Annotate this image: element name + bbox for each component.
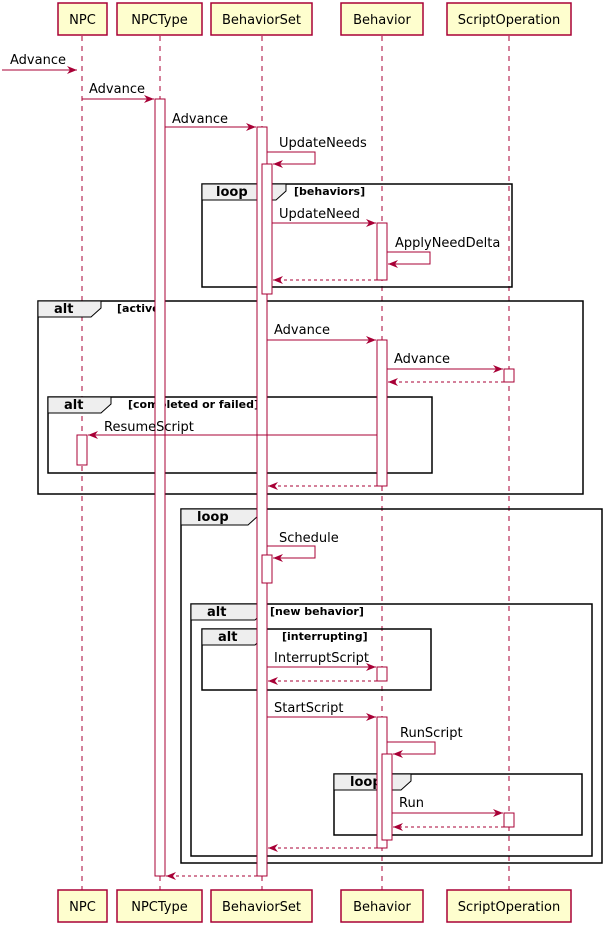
messages: [2, 66, 504, 880]
participant-label: ScriptOperation: [458, 13, 560, 28]
participant-behavior[interactable]: Behavior: [340, 889, 424, 923]
message-labels: Advance Advance Advance UpdateNeeds Upda…: [10, 53, 500, 811]
message-arrow: [267, 151, 316, 168]
participant-label: BehaviorSet: [222, 900, 301, 915]
participant-label: NPC: [69, 13, 96, 28]
frame-keyword: alt: [207, 605, 226, 620]
message-label: ApplyNeedDelta: [395, 236, 500, 251]
activation-behaviorset-updateneeds: [261, 163, 273, 295]
participant-scriptoperation[interactable]: ScriptOperation: [446, 889, 572, 923]
activation-behaviorset: [256, 126, 268, 877]
frame-loop-run: loop: [333, 773, 583, 836]
activation-behaviorset-schedule: [261, 554, 273, 584]
message-label: Advance: [274, 323, 330, 338]
message-label: ResumeScript: [104, 420, 194, 435]
frame-alt-new-behavior: alt [new behavior]: [190, 603, 593, 857]
participants-top: NPC NPCType BehaviorSet Behavior ScriptO…: [57, 2, 572, 36]
frame-keyword: alt: [218, 630, 237, 645]
activation-npctype: [154, 98, 166, 877]
message-label: Run: [399, 796, 424, 811]
participant-label: Behavior: [353, 900, 411, 915]
participant-label: Behavior: [353, 13, 411, 28]
activation-behavior-advance: [376, 339, 388, 487]
activation-behavior-interrupt: [376, 666, 388, 682]
frame-keyword: loop: [197, 510, 229, 525]
frame-keyword: alt: [64, 398, 83, 413]
frame-keyword: loop: [216, 185, 248, 200]
message-label: Schedule: [279, 531, 339, 546]
participant-npc[interactable]: NPC: [57, 2, 108, 36]
message-arrow: [267, 545, 316, 562]
participant-scriptoperation[interactable]: ScriptOperation: [446, 2, 572, 36]
activation-scriptoperation-advance: [503, 368, 515, 383]
participants-bottom: NPC NPCType BehaviorSet Behavior ScriptO…: [57, 889, 572, 923]
frame-loop-schedule: loop: [180, 508, 603, 864]
activation-behavior-runscript: [381, 753, 393, 841]
participant-npctype[interactable]: NPCType: [116, 2, 203, 36]
frame-guard: [completed or failed]: [128, 398, 259, 411]
message-label: Advance: [394, 352, 450, 367]
participant-behaviorset[interactable]: BehaviorSet: [210, 2, 313, 36]
message-label: StartScript: [274, 701, 343, 716]
message-label: UpdateNeed: [279, 207, 360, 222]
message-label: UpdateNeeds: [279, 136, 367, 151]
activation-npc-resume: [76, 434, 88, 466]
message-label: Advance: [172, 112, 228, 127]
message-label: InterruptScript: [274, 651, 369, 666]
participant-label: NPCType: [131, 13, 188, 28]
frame-guard: [interrupting]: [282, 630, 368, 643]
participant-label: ScriptOperation: [458, 900, 560, 915]
participant-behavior[interactable]: Behavior: [340, 2, 424, 36]
message-arrow: [387, 251, 431, 268]
participant-behaviorset[interactable]: BehaviorSet: [210, 889, 313, 923]
activation-scriptoperation-run: [503, 812, 515, 828]
participant-label: NPC: [69, 900, 96, 915]
participant-label: NPCType: [131, 900, 188, 915]
participant-label: BehaviorSet: [222, 13, 301, 28]
participant-npctype[interactable]: NPCType: [116, 889, 203, 923]
participant-npc[interactable]: NPC: [57, 889, 108, 923]
message-arrow: [387, 741, 436, 758]
frame-guard: [behaviors]: [294, 185, 365, 198]
activation-behavior-updateneed: [376, 222, 388, 281]
frame-keyword: loop: [350, 775, 382, 790]
message-label: RunScript: [400, 726, 463, 741]
frame-guard: [new behavior]: [270, 605, 364, 618]
frame-alt-interrupting: alt [interrupting]: [201, 628, 432, 691]
message-label: Advance: [89, 82, 145, 97]
activations: [76, 98, 515, 877]
frame-guard: [active]: [117, 302, 165, 315]
frame-keyword: alt: [54, 302, 73, 317]
message-label: Advance: [10, 53, 66, 68]
frame-alt-active: alt [active]: [37, 300, 584, 495]
